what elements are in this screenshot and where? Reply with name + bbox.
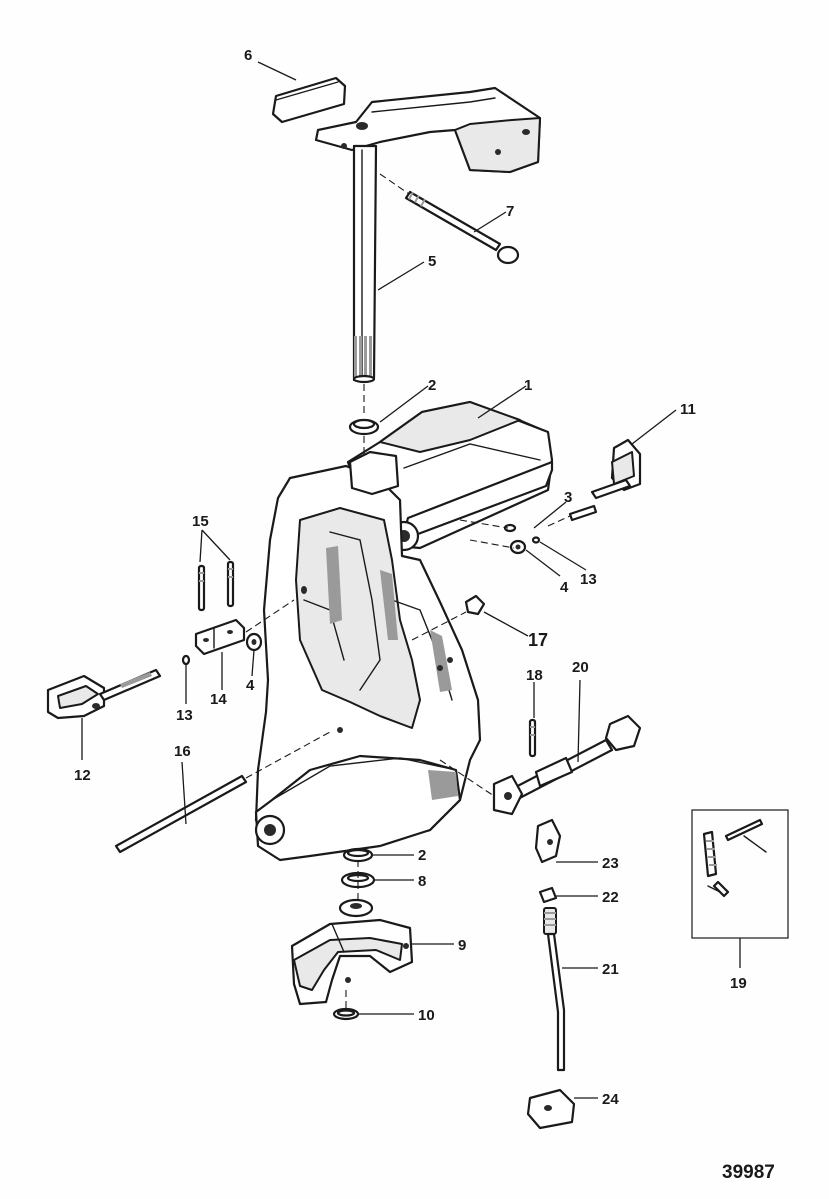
callout-17: 17 xyxy=(528,630,548,650)
callout-10: 10 xyxy=(418,1007,435,1024)
callout-14: 14 xyxy=(210,691,227,708)
figure-number: 39987 xyxy=(722,1162,775,1183)
callout-23: 23 xyxy=(602,855,619,872)
part-5-steering-arm xyxy=(314,86,542,384)
callout-labels: 6 7 5 2 1 11 3 4 13 17 15 14 4 13 12 16 … xyxy=(74,47,747,1108)
callout-13-left: 13 xyxy=(176,707,193,724)
leader-lines xyxy=(81,61,741,1099)
callout-1: 1 xyxy=(524,377,532,394)
callout-18: 18 xyxy=(526,667,543,684)
part-1-swivel-bracket xyxy=(254,400,554,862)
callout-21: 21 xyxy=(602,961,619,978)
callout-7: 7 xyxy=(506,203,514,220)
callout-13-right: 13 xyxy=(580,571,597,588)
callout-19: 19 xyxy=(730,975,747,992)
part-19-inset-box xyxy=(691,809,789,939)
part-2-bushing-lower xyxy=(342,847,374,863)
part-18-roll-pin xyxy=(528,718,537,758)
part-23-shift-link xyxy=(534,818,562,864)
part-24-shift-lever xyxy=(526,1088,576,1130)
part-2-bushing-upper xyxy=(348,384,380,456)
callout-11: 11 xyxy=(680,401,696,418)
part-4-washer-left xyxy=(245,632,263,652)
callout-2-upper: 2 xyxy=(428,377,436,394)
part-9-lower-swivel-yoke xyxy=(290,898,414,1006)
callout-12: 12 xyxy=(74,767,91,784)
part-21-shift-rod xyxy=(543,907,566,1072)
callout-9: 9 xyxy=(458,937,466,954)
callout-20: 20 xyxy=(572,659,589,676)
callout-3: 3 xyxy=(564,489,572,506)
callout-24: 24 xyxy=(602,1091,619,1108)
part-4-washer-right xyxy=(509,539,527,555)
callout-16: 16 xyxy=(174,743,191,760)
callout-4-right: 4 xyxy=(560,579,569,596)
callout-22: 22 xyxy=(602,889,619,906)
part-6-pad xyxy=(271,76,347,124)
callout-2-lower: 2 xyxy=(418,847,426,864)
part-14-lock-block xyxy=(194,599,295,656)
part-10-lower-bushing xyxy=(332,1007,360,1021)
part-15-pins xyxy=(197,560,235,612)
part-12-tilt-lock-lever xyxy=(46,668,162,720)
part-13-ring-left xyxy=(181,654,191,666)
part-7-bolt xyxy=(379,173,520,265)
callout-15: 15 xyxy=(192,513,209,530)
part-13-ring-right xyxy=(531,536,541,544)
callout-8: 8 xyxy=(418,873,426,890)
callout-4-left: 4 xyxy=(246,677,255,694)
part-16-tilt-tube-rod xyxy=(114,731,331,854)
callout-6: 6 xyxy=(244,47,252,64)
part-22-nut xyxy=(538,886,558,904)
part-17-grease-fitting xyxy=(411,594,486,641)
part-20-shift-shaft xyxy=(439,714,642,816)
part-11-tilt-lock-lever xyxy=(547,438,642,527)
callout-5: 5 xyxy=(428,253,436,270)
